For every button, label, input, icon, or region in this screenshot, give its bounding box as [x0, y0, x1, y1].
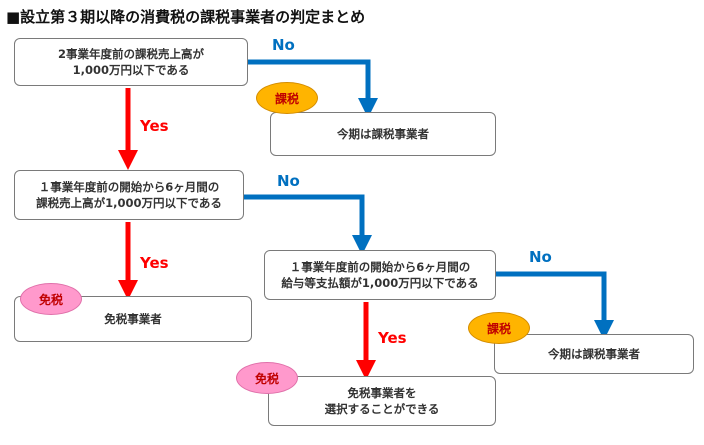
- no-label-2: No: [277, 172, 300, 190]
- result-taxable-1-text: 今期は課税事業者: [337, 127, 429, 141]
- result-box-exempt-choice: 免税事業者を選択することができる: [268, 376, 496, 426]
- exempt-badge-2: 免税: [236, 362, 298, 394]
- taxable-badge-2: 課税: [468, 312, 530, 344]
- question-1-line-2: 1,000万円以下である: [72, 63, 190, 77]
- page-title: ■設立第３期以降の消費税の課税事業者の判定まとめ: [6, 8, 366, 26]
- taxable-badge-1: 課税: [256, 82, 318, 114]
- question-3-line-2: 給与等支払額が1,000万円以下である: [281, 276, 479, 290]
- result-box-taxable-2: 今期は課税事業者: [494, 334, 694, 374]
- exempt-badge-1: 免税: [20, 283, 82, 315]
- yes-label-2: Yes: [140, 254, 169, 272]
- no-label-3: No: [529, 248, 552, 266]
- question-2-line-2: 課税売上高が1,000万円以下である: [36, 196, 222, 210]
- exempt-choice-line-1: 免税事業者を: [347, 386, 417, 400]
- question-box-3: １事業年度前の開始から6ヶ月間の給与等支払額が1,000万円以下である: [264, 250, 496, 300]
- question-box-2: １事業年度前の開始から6ヶ月間の課税売上高が1,000万円以下である: [14, 170, 244, 220]
- yes-label-3: Yes: [378, 329, 407, 347]
- no-label-1: No: [272, 36, 295, 54]
- no-arrow-2: [244, 194, 372, 255]
- question-box-1: 2事業年度前の課税売上高が 1,000万円以下である: [14, 38, 248, 86]
- result-exempt-text: 免税事業者: [104, 312, 162, 326]
- yes-label-1: Yes: [140, 117, 169, 135]
- question-2-line-1: １事業年度前の開始から6ヶ月間の: [38, 180, 220, 194]
- exempt-choice-line-2: 選択することができる: [324, 402, 440, 416]
- no-arrow-1: [248, 59, 378, 118]
- question-3-line-1: １事業年度前の開始から6ヶ月間の: [289, 260, 471, 274]
- question-1-line-1: 2事業年度前の課税売上高が: [57, 47, 204, 61]
- no-arrow-3: [496, 271, 614, 340]
- result-box-exempt: 免税事業者: [14, 296, 252, 342]
- result-box-taxable-1: 今期は課税事業者: [270, 112, 496, 156]
- result-taxable-2-text: 今期は課税事業者: [548, 347, 640, 361]
